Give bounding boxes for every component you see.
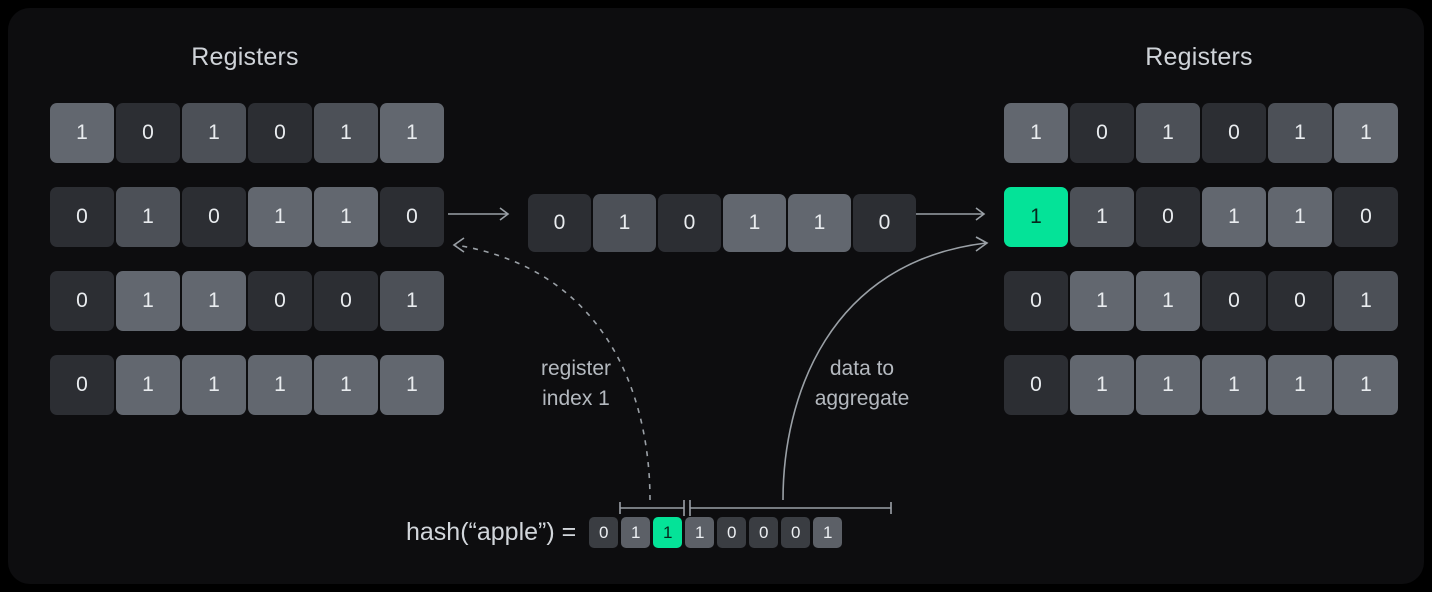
register-cell-right-r0-c2[interactable]: 1 [1136, 103, 1200, 163]
register-cell-left-r2-c1[interactable]: 1 [116, 271, 180, 331]
hash-index-bracket [619, 500, 685, 516]
register-cell-left-r1-c2[interactable]: 0 [182, 187, 246, 247]
arrow-middle-to-right-head [975, 207, 986, 221]
register-cell-right-r3-c2[interactable]: 1 [1136, 355, 1200, 415]
hash-bit-1[interactable]: 1 [621, 517, 651, 548]
hash-function-label: hash(“apple”) = [406, 518, 577, 546]
register-cell-right-r0-c3[interactable]: 0 [1202, 103, 1266, 163]
register-cell-mid-r0-c1[interactable]: 1 [593, 194, 656, 252]
register-cell-left-r3-c5[interactable]: 1 [380, 355, 444, 415]
register-cell-right-r0-c4[interactable]: 1 [1268, 103, 1332, 163]
register-cell-left-r0-c3[interactable]: 0 [248, 103, 312, 163]
register-cell-right-r2-c1[interactable]: 1 [1070, 271, 1134, 331]
register-cell-left-r2-c4[interactable]: 0 [314, 271, 378, 331]
right-registers-title: Registers [1145, 43, 1253, 71]
register-cell-left-r1-c5[interactable]: 0 [380, 187, 444, 247]
register-cell-left-r1-c3[interactable]: 1 [248, 187, 312, 247]
register-cell-left-r3-c1[interactable]: 1 [116, 355, 180, 415]
register-cell-left-r2-c2[interactable]: 1 [182, 271, 246, 331]
register-cell-right-r3-c5[interactable]: 1 [1334, 355, 1398, 415]
hash-bit-4[interactable]: 0 [717, 517, 747, 548]
register-cell-right-r1-c4[interactable]: 1 [1268, 187, 1332, 247]
register-cell-right-r1-c2[interactable]: 0 [1136, 187, 1200, 247]
register-cell-right-r3-c4[interactable]: 1 [1268, 355, 1332, 415]
register-cell-left-r3-c2[interactable]: 1 [182, 355, 246, 415]
register-cell-left-r2-c5[interactable]: 1 [380, 271, 444, 331]
hash-bit-6[interactable]: 0 [781, 517, 811, 548]
register-cell-left-r0-c4[interactable]: 1 [314, 103, 378, 163]
register-cell-left-r3-c0[interactable]: 0 [50, 355, 114, 415]
register-cell-mid-r0-c4[interactable]: 1 [788, 194, 851, 252]
register-cell-right-r0-c5[interactable]: 1 [1334, 103, 1398, 163]
hash-bit-0[interactable]: 0 [589, 517, 619, 548]
register-cell-right-r1-c5[interactable]: 0 [1334, 187, 1398, 247]
arrow-left-to-middle-head [499, 207, 510, 221]
register-cell-right-r2-c0[interactable]: 0 [1004, 271, 1068, 331]
register-index-label: register index 1 [540, 357, 612, 410]
register-cell-left-r2-c3[interactable]: 0 [248, 271, 312, 331]
hash-bit-3[interactable]: 1 [685, 517, 715, 548]
register-cell-left-r0-c5[interactable]: 1 [380, 103, 444, 163]
register-cell-left-r0-c1[interactable]: 0 [116, 103, 180, 163]
register-cell-right-r3-c1[interactable]: 1 [1070, 355, 1134, 415]
hash-bit-7[interactable]: 1 [813, 517, 843, 548]
data-to-aggregate-label: data to aggregate [814, 357, 910, 410]
register-cell-right-r2-c2[interactable]: 1 [1136, 271, 1200, 331]
hash-bit-5[interactable]: 0 [749, 517, 779, 548]
register-cell-left-r1-c0[interactable]: 0 [50, 187, 114, 247]
register-cell-mid-r0-c3[interactable]: 1 [723, 194, 786, 252]
hash-aggregate-bracket [689, 500, 892, 516]
register-cell-right-r3-c0[interactable]: 0 [1004, 355, 1068, 415]
register-cell-right-r3-c3[interactable]: 1 [1202, 355, 1266, 415]
register-cell-right-r2-c3[interactable]: 0 [1202, 271, 1266, 331]
register-cell-right-r1-c0[interactable]: 1 [1004, 187, 1068, 247]
register-cell-left-r1-c1[interactable]: 1 [116, 187, 180, 247]
register-cell-mid-r0-c5[interactable]: 0 [853, 194, 916, 252]
register-cell-right-r2-c5[interactable]: 1 [1334, 271, 1398, 331]
register-cell-right-r2-c4[interactable]: 0 [1268, 271, 1332, 331]
register-cell-mid-r0-c0[interactable]: 0 [528, 194, 591, 252]
register-index-arrowhead [452, 237, 465, 253]
data-to-aggregate-arrowhead [975, 236, 989, 252]
register-cell-left-r3-c3[interactable]: 1 [248, 355, 312, 415]
register-cell-right-r1-c3[interactable]: 1 [1202, 187, 1266, 247]
register-cell-mid-r0-c2[interactable]: 0 [658, 194, 721, 252]
register-cell-right-r0-c0[interactable]: 1 [1004, 103, 1068, 163]
register-cell-left-r1-c4[interactable]: 1 [314, 187, 378, 247]
register-cell-right-r1-c1[interactable]: 1 [1070, 187, 1134, 247]
left-registers-title: Registers [191, 43, 299, 71]
register-cell-left-r2-c0[interactable]: 0 [50, 271, 114, 331]
hash-bit-2[interactable]: 1 [653, 517, 683, 548]
register-cell-left-r0-c0[interactable]: 1 [50, 103, 114, 163]
register-cell-left-r0-c2[interactable]: 1 [182, 103, 246, 163]
register-cell-left-r3-c4[interactable]: 1 [314, 355, 378, 415]
register-cell-right-r0-c1[interactable]: 0 [1070, 103, 1134, 163]
